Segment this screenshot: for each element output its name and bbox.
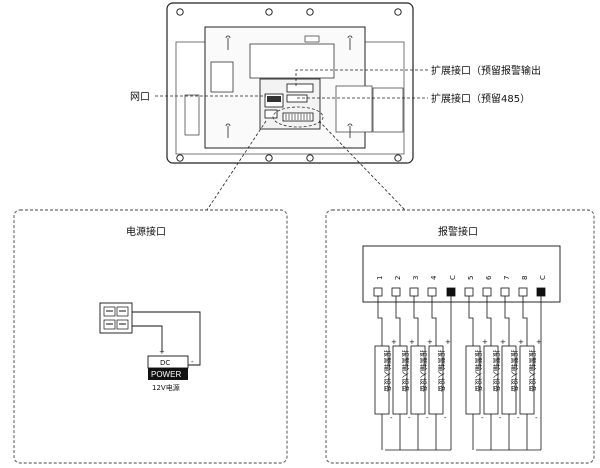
device-plus: + [409,338,415,346]
device-plus: + [500,338,506,346]
terminal-label: C [539,275,547,280]
terminal-label: 8 [521,276,529,280]
terminal-label: 7 [503,276,511,280]
terminal-common [536,287,546,297]
bracket [335,85,373,133]
terminal-input [518,287,528,297]
connector-to-alarm [318,120,406,211]
device-plus: + [427,338,433,346]
plate-window [249,43,335,79]
terminal-label: 4 [430,275,438,280]
terminal-label: 5 [467,276,475,280]
device-minus: - [390,414,393,422]
device-label: 报警输入设备 [510,350,519,392]
alarm-panel-title: 报警接口 [438,225,478,238]
device-rear-view [166,2,414,164]
terminal-group: 1 2 3 4 C 5 6 7 8 C [373,275,547,297]
screws [176,8,402,162]
terminal-common [446,287,456,297]
terminal-input [482,287,492,297]
device-plus: + [536,338,542,346]
supply-label: 12V电源 [152,383,180,392]
device-label: 报警输入设备 [492,350,501,392]
left-rail [184,94,200,136]
alarm-terminal-highlight [272,106,324,128]
terminal-input [373,287,383,297]
right-rail [372,87,404,133]
power-plus: + [159,348,165,356]
terminal-label: C [449,275,457,280]
device-minus: - [499,414,502,422]
device-plus: + [518,338,524,346]
device-minus: - [481,414,484,422]
terminal-input [409,287,419,297]
terminal-input [427,287,437,297]
device-plus: + [482,338,488,346]
terminal-input [500,287,510,297]
callout-network: 网口 [130,91,150,103]
device-label: 报警输入设备 [401,350,410,392]
device-label: 报警输入设备 [437,350,446,392]
callout-lines [155,69,428,99]
terminal-label: 1 [376,276,384,280]
power-panel-title: 电源接口 [126,225,166,238]
device-label: 报警输入设备 [528,350,537,392]
terminal-label: 6 [485,275,493,280]
power-panel: 电源接口 + - DC POWER 12V电源 [13,209,288,464]
dc-label: DC [160,359,170,367]
connector-to-power [206,120,267,211]
device-minus: - [535,414,538,422]
device-group: 报警输入设备 + - 报警输入设备 + - 报警输入设备 + - 报警输入设备 + - 报警输入设备 + -… [374,296,542,451]
device-plus: + [391,338,397,346]
alarm-panel-border [325,209,595,464]
device-label: 报警输入设备 [419,350,428,392]
device-minus: - [426,414,429,422]
power-panel-border [13,209,288,464]
device-minus: - [408,414,411,422]
power-box [148,368,188,380]
power-header [264,109,278,119]
power-label: POWER [151,370,181,379]
terminal-input [464,287,474,297]
device-label: 报警输入设备 [383,350,392,392]
terminal-input [391,287,401,297]
power-minus: - [191,358,194,366]
callout-ext-alarm-out: 扩展接口（预留报警输出 [431,64,541,77]
device-minus: - [444,414,447,422]
device-label: 报警输入设备 [474,350,483,392]
plate-tab [304,35,320,43]
callout-ext-485: 扩展接口（预留485） [431,92,530,105]
alarm-out-header [286,83,314,93]
plate-slot [210,61,234,93]
rs485-header [286,94,308,103]
terminal-label: 2 [394,276,402,280]
device-minus: - [517,414,520,422]
terminal-label: 3 [412,276,420,280]
device-plus: + [445,338,451,346]
alarm-panel: 报警接口 1 2 3 4 C 5 6 7 8 C 报警输入设备 + - 报警输入设备 + - 报警输入设备 + -… [325,209,595,464]
